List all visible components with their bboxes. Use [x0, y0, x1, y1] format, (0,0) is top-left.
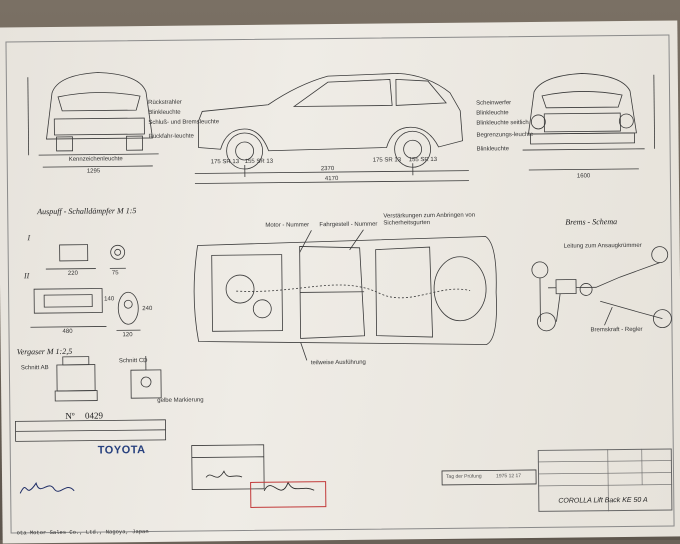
dimension-wheelbase: 2370: [321, 166, 334, 172]
underbody-plan-drawing: [193, 228, 497, 361]
label-blinkleuchte-seitlich: Blinkleuchte seitlich: [476, 120, 528, 127]
dimension-120: 120: [123, 332, 133, 338]
label-blinkleuchte-front-2: Blinkleuchte: [477, 146, 509, 152]
dimension-140: 140: [104, 296, 114, 302]
roman-numeral-2: II: [24, 271, 29, 280]
label-rueckstrahler: Rückstrahler: [148, 100, 182, 106]
dimension-width: 1600: [577, 173, 590, 179]
title-auspuff: Auspuff - Schalldämpfer M 1:5: [37, 206, 136, 216]
model-designation: COROLLA Lift Back KE 50 A: [558, 497, 647, 505]
value-tag-der-pruefung: 1975 12 17: [496, 473, 521, 479]
label-begrenzungsleuchte: Begrenzungs-leuchte: [476, 132, 533, 139]
label-kennzeichenleuchte: Kennzeichenleuchte: [69, 156, 123, 163]
red-approval-stamp: [250, 481, 326, 508]
label-tyre-1: 175 SR 13: [211, 159, 239, 165]
dimension-75: 75: [112, 270, 119, 276]
title-vergaser: Vergaser M 1:2,5: [17, 347, 73, 357]
label-scheinwerfer: Scheinwerfer: [476, 100, 511, 106]
document-number: Nº 0429: [65, 410, 103, 420]
number-value: 0429: [85, 410, 103, 420]
exhaust-muffler-drawing: [30, 244, 141, 331]
label-tyre-4: 155 SR 13: [409, 157, 437, 163]
roman-numeral-1: I: [27, 233, 30, 242]
dimension-240: 240: [142, 306, 152, 312]
label-leitung: Leitung zum Ansaugkrümmer: [564, 243, 642, 250]
dimension-length: 4170: [325, 176, 338, 182]
label-tyre-2: 155 SR 13: [245, 159, 273, 165]
label-bremskraft-regler: Bremskraft - Regler: [590, 327, 642, 334]
label-teilweise-ausfuehrung: teilweise Ausführung: [311, 360, 366, 367]
label-blinkleuchte-rear: Blinkleuchte: [148, 110, 180, 116]
company-line: ota Motor Sales Co., Ltd., Nagoya, Japan: [17, 528, 149, 536]
dimension-track-rear: 1295: [87, 169, 100, 175]
brand-logo-text: TOYOTA: [98, 444, 146, 457]
title-brems-schema: Brems - Schema: [565, 217, 617, 227]
dimension-220: 220: [68, 271, 78, 277]
label-motor-nummer: Motor - Nummer: [265, 222, 309, 228]
label-rueckfahrleuchte: Rückfahr-leuchte: [148, 134, 193, 140]
blueprint-sheet: Rückstrahler Blinkleuchte Schluß- und Br…: [0, 20, 680, 543]
label-schluss-bremsleuchte: Schluß- und Bremsleuchte: [148, 119, 219, 126]
label-schnitt-ab: Schnitt AB: [21, 365, 49, 371]
front-view-drawing: [522, 73, 655, 170]
dimension-480: 480: [62, 329, 72, 335]
number-prefix: Nº: [65, 411, 74, 421]
label-tag-der-pruefung: Tag der Prüfung: [446, 474, 482, 480]
label-tyre-3: 175 SR 13: [373, 157, 401, 163]
label-schnitt-cd: Schnitt CD: [119, 358, 148, 364]
label-gelbe-markierung: gelbe Markierung: [157, 397, 203, 403]
signature-stamp: [206, 471, 242, 477]
brake-schema-drawing: [532, 247, 672, 331]
label-blinkleuchte-front: Blinkleuchte: [476, 110, 508, 116]
rear-view-drawing: [28, 72, 159, 167]
label-fahrgestell-nummer: Fahrgestell - Nummer: [319, 222, 377, 229]
label-verstaerkungen: Verstärkungen zum Anbringen von Sicherhe…: [383, 212, 493, 227]
signature-left: [20, 483, 74, 494]
